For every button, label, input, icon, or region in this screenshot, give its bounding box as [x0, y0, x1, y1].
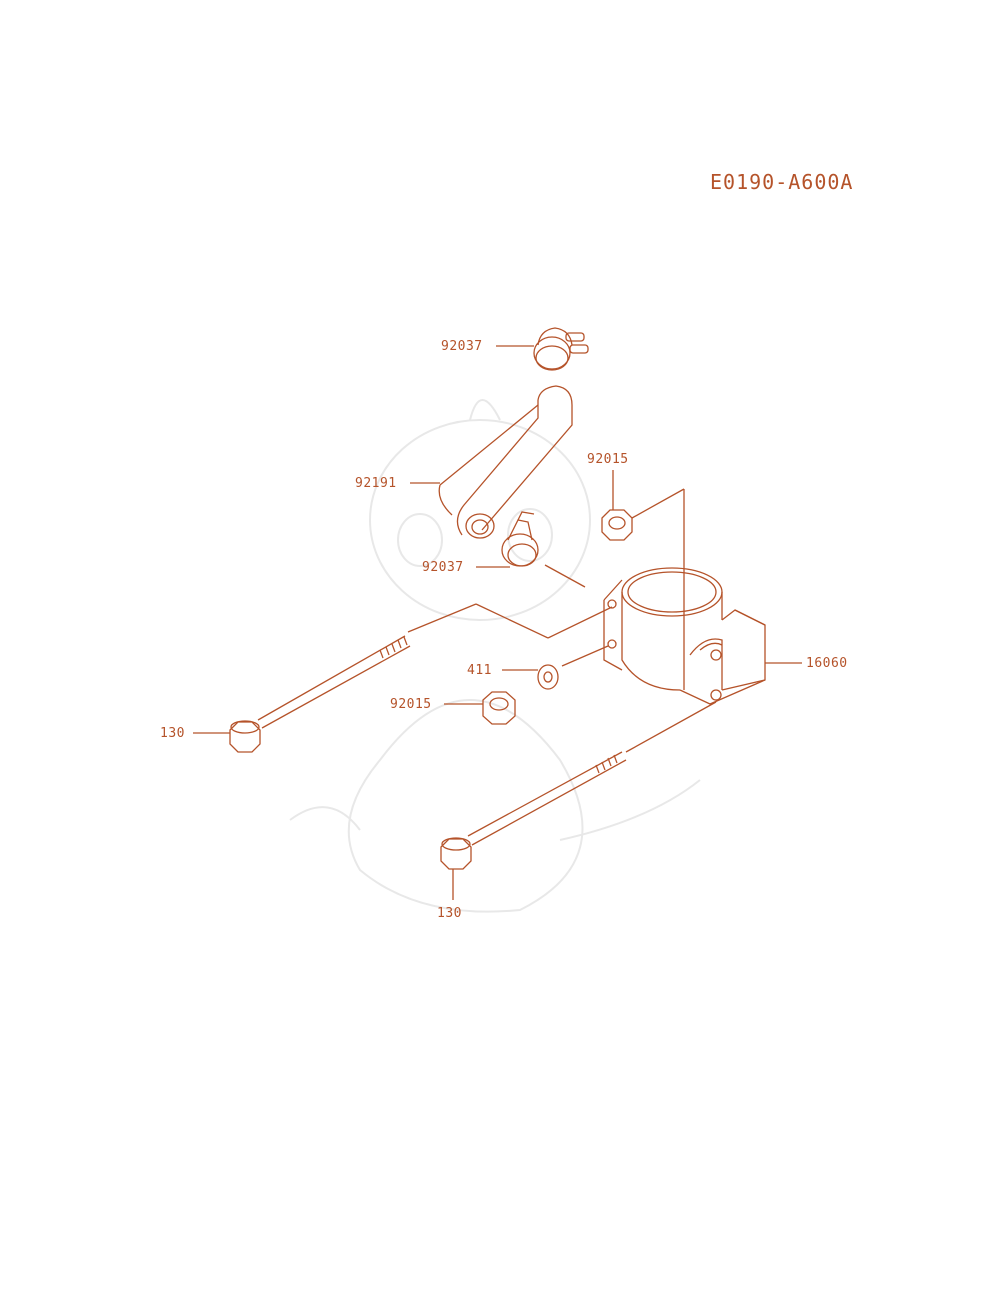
drawing-strokes — [193, 327, 802, 900]
watermark-mascot — [289, 399, 701, 913]
hose-clamp-top — [533, 327, 589, 371]
label-bolt-bottom: 130 — [437, 906, 462, 921]
thermostat-housing — [603, 567, 766, 705]
nut-bottom — [482, 691, 516, 725]
washer — [537, 664, 559, 690]
label-hose: 92191 — [355, 476, 397, 491]
label-clamp-top: 92037 — [441, 339, 483, 354]
label-washer: 411 — [467, 663, 492, 678]
label-nut-bottom: 92015 — [390, 697, 432, 712]
hose — [438, 385, 573, 539]
label-bolt-left: 130 — [160, 726, 185, 741]
label-clamp-mid: 92037 — [422, 560, 464, 575]
label-nut-top: 92015 — [587, 452, 629, 467]
bolt-bottom — [440, 751, 627, 870]
label-housing: 16060 — [806, 656, 848, 671]
nut-top — [601, 509, 633, 541]
diagram-code: E0190-A600A — [710, 170, 854, 194]
bolt-left — [229, 635, 411, 753]
hose-clamp-mid — [501, 511, 539, 567]
